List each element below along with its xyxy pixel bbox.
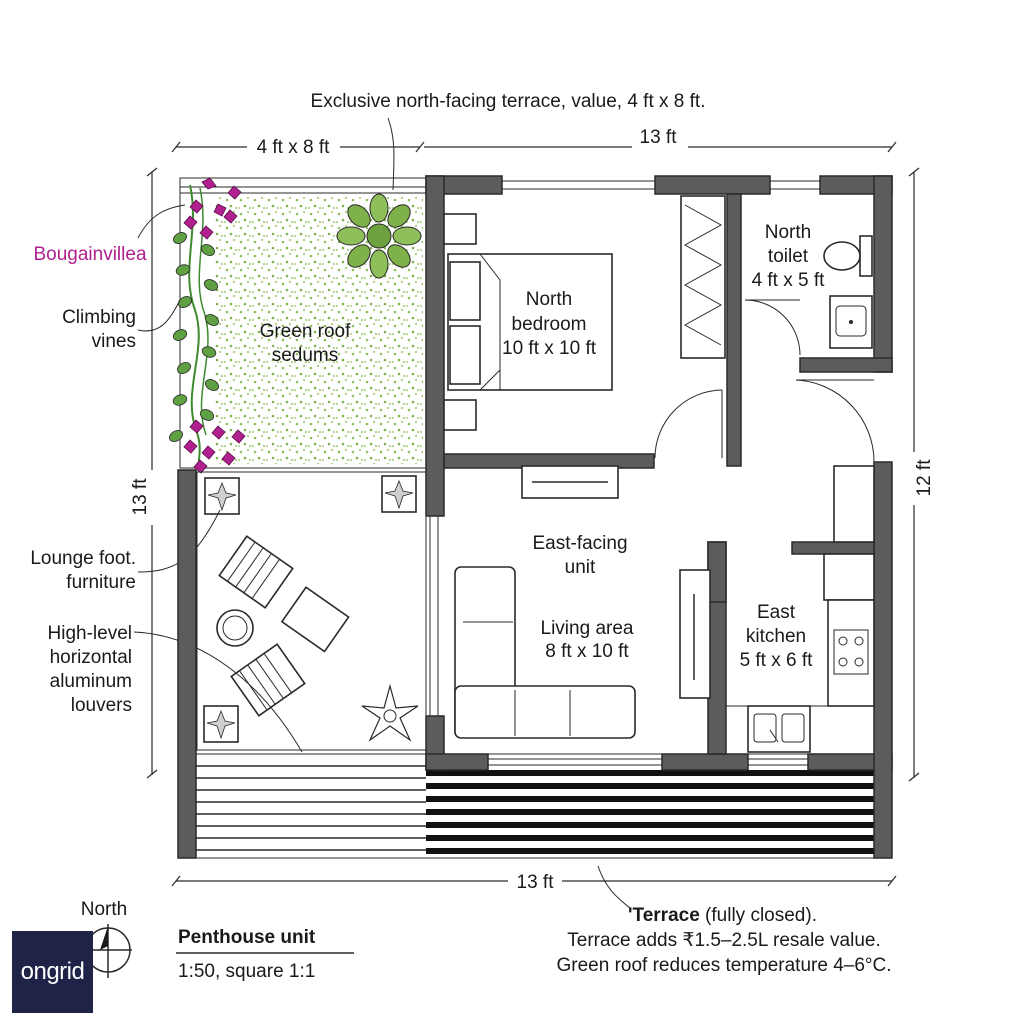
dim-terrace-width: 4 ft x 8 ft (257, 137, 331, 158)
sofa-icon (454, 566, 636, 739)
side-table-icon (216, 609, 254, 647)
lounge-area (196, 471, 427, 751)
notes-line-1: 'Terrace (fully closed). (628, 905, 817, 926)
climbing-vine-icon (169, 184, 219, 471)
notes-line-2: Terrace adds ₹1.5–2.5L resale value. (567, 930, 880, 951)
kitchen-label-1: East (757, 602, 796, 623)
planter-icon (381, 475, 417, 513)
label-louver-2: horizontal (50, 647, 132, 668)
bedroom-label-1: North (526, 289, 572, 310)
kitchen-label-2: kitchen (746, 626, 806, 647)
dim-left-height: 13 ft (130, 478, 151, 516)
label-lounge-2: furniture (66, 572, 136, 593)
kitchen-label-3: 5 ft x 6 ft (740, 650, 814, 671)
toilet-icon (823, 235, 873, 277)
unit-label-2: unit (565, 557, 596, 578)
cooktop-icon (827, 599, 875, 707)
header-leader (387, 117, 395, 191)
leader-louvers (133, 631, 303, 753)
door-swing (654, 299, 875, 463)
notes-leader (597, 865, 631, 909)
leader-vines (137, 299, 181, 332)
aluminum-louvers (195, 753, 877, 859)
window (429, 180, 820, 766)
label-louver-4: louvers (71, 695, 132, 716)
dimension-right: 12 ft (908, 167, 935, 782)
label-louver-1: High-level (48, 623, 132, 644)
dim-top-width: 13 ft (640, 127, 678, 148)
toilet-label-3: 4 ft x 5 ft (752, 270, 826, 291)
bedroom-label-3: 10 ft x 10 ft (502, 338, 597, 359)
nightstand-icon (443, 399, 477, 431)
label-roof-2: sedums (272, 345, 339, 366)
label-louver-3: aluminum (50, 671, 132, 692)
label-vines-1: Climbing (62, 307, 136, 328)
compass-label: North (81, 899, 127, 920)
bougainvillea-flower-icon (183, 177, 246, 474)
potted-plant-icon (361, 683, 419, 742)
dimension-bottom: 13 ft (171, 872, 897, 893)
logo: ongrid (12, 931, 93, 1013)
tv-console-icon (521, 465, 619, 499)
bed-icon (447, 253, 613, 391)
planter-icon (204, 477, 240, 515)
washbasin-icon (829, 295, 873, 349)
lounge-table-icon (280, 586, 350, 653)
kitchen-counter-icon (679, 465, 875, 699)
walls (177, 175, 893, 859)
dimension-top-unit: 13 ft (424, 127, 897, 153)
sedum-shrub-icon (336, 193, 422, 279)
kitchen-sink-icon (747, 705, 811, 753)
notes-line-1-rest: (fully closed). (700, 905, 817, 926)
notes-line-1-bold: 'Terrace (628, 905, 700, 926)
planter-icon (203, 705, 239, 743)
label-bougainvillea: Bougainvillea (33, 244, 146, 265)
nightstand-icon (443, 213, 477, 245)
living-label-1: Living area (541, 618, 634, 639)
unit-label-1: East-facing (532, 533, 627, 554)
label-roof-1: Green roof (260, 321, 352, 342)
lounge-chair-icon (230, 643, 306, 717)
toilet-label-2: toilet (768, 246, 809, 267)
label-vines-2: vines (92, 331, 136, 352)
lounge-chair-icon (218, 535, 294, 609)
title-scale: 1:50, square 1:1 (178, 961, 315, 982)
title-main: Penthouse unit (178, 927, 316, 948)
bedroom-label-2: bedroom (512, 314, 587, 335)
wardrobe-icon (680, 195, 726, 359)
label-lounge-1: Lounge foot. (30, 548, 136, 569)
dimension-left: 13 ft (130, 167, 158, 779)
header-note: Exclusive north-facing terrace, value, 4… (311, 91, 706, 112)
dim-bottom-width: 13 ft (517, 872, 555, 893)
toilet-label-1: North (765, 222, 811, 243)
notes-line-3: Green roof reduces temperature 4–6°C. (557, 955, 892, 976)
living-label-2: 8 ft x 10 ft (545, 641, 629, 662)
dimension-top-terrace: 4 ft x 8 ft (171, 137, 425, 158)
leader-bougainvillea (137, 204, 186, 239)
dim-right-height: 12 ft (914, 459, 935, 497)
